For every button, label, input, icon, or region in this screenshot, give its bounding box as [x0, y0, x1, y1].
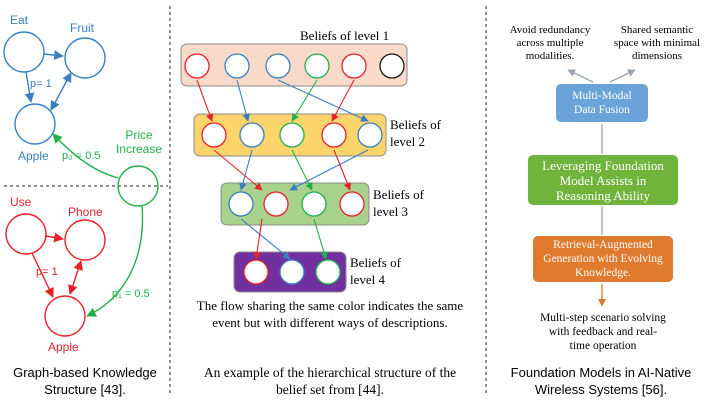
belief-l1-red-a	[184, 53, 210, 79]
belief-l3-red-b	[339, 191, 365, 217]
caption-belief-hierarchy: An example of the hierarchical structure…	[203, 365, 457, 397]
node-price-increase	[117, 165, 159, 207]
belief-hierarchy	[180, 43, 408, 293]
level-3-container	[220, 182, 370, 226]
belief-l1-black	[379, 53, 405, 79]
edge-fruit-apple	[50, 72, 72, 111]
belief-l1-green	[304, 53, 330, 79]
knowledge-graph-top	[3, 31, 159, 207]
belief-l2-blue-a	[239, 122, 265, 148]
belief-l4-blue	[279, 259, 305, 285]
foundation-flow-arrows	[567, 69, 636, 307]
label-use: Use	[10, 195, 32, 209]
label-p-top: p= 1	[30, 78, 52, 90]
flow-blue-5	[240, 218, 291, 260]
belief-l2-red-b	[321, 122, 347, 148]
belief-l2-red-a	[201, 122, 227, 148]
belief-l4-red	[243, 259, 269, 285]
label-level-2: Beliefs of level 2	[390, 117, 441, 149]
belief-l4-green	[315, 259, 341, 285]
node-phone	[64, 219, 106, 261]
belief-l1-blue-a	[224, 53, 250, 79]
edge-eat-apple	[24, 71, 35, 103]
node-apple-top	[14, 103, 56, 145]
label-fruit: Fruit	[70, 21, 94, 35]
flow-red-1	[196, 79, 214, 122]
knowledge-graph-bottom	[5, 205, 144, 337]
flow-red-5	[253, 218, 263, 260]
label-p1: p₁ = 0.5	[112, 288, 150, 300]
flow-blue-2	[277, 79, 369, 122]
edge-price-apple-bottom	[86, 205, 144, 317]
belief-l3-green	[301, 191, 327, 217]
label-p-bottom: p= 1	[36, 266, 58, 278]
node-fruit	[64, 37, 106, 79]
belief-l3-blue	[228, 191, 254, 217]
flow-blue-3	[239, 149, 253, 191]
label-level-4: Beliefs of level 4	[350, 255, 401, 287]
note-shared-semantic: Shared semantic space with minimal dimen…	[613, 24, 701, 62]
node-eat	[3, 31, 45, 73]
node-apple-bottom	[44, 295, 86, 337]
edge-price-apple-top	[52, 133, 119, 179]
edge-phone-apple	[68, 260, 83, 295]
label-eat: Eat	[10, 13, 29, 27]
label-level-1: Beliefs of level 1	[300, 28, 390, 43]
flow-red-4	[333, 149, 352, 191]
flow-blue-1	[236, 79, 250, 122]
label-price-increase: Price Increase	[115, 128, 163, 156]
flow-green-1	[291, 79, 318, 122]
level-1-container	[180, 43, 408, 87]
label-apple-bottom: Apple	[48, 340, 79, 354]
belief-l3-red-a	[263, 191, 289, 217]
belief-l2-green	[279, 122, 305, 148]
label-level-3: Beliefs of level 3	[373, 187, 424, 219]
flow-red-2	[331, 79, 355, 122]
flow-red-3	[213, 149, 263, 191]
node-use	[5, 213, 47, 255]
box-foundation-model: Leveraging Foundation Model Assists in R…	[528, 155, 678, 205]
arrow-fusion-to-left-note	[567, 69, 594, 83]
caption-knowledge-structure: Graph-based Knowledge Structure [43].	[13, 365, 157, 397]
belief-l1-red-b	[341, 53, 367, 79]
note-avoid-redundancy: Avoid redundancy across multiple modalit…	[509, 24, 591, 62]
edge-use-phone	[45, 232, 64, 243]
edge-eat-fruit	[43, 50, 64, 60]
belief-l1-blue-b	[265, 53, 291, 79]
flow-color-note: The flow sharing the same color indicate…	[196, 298, 464, 330]
label-p0: p₀ = 0.5	[62, 150, 101, 162]
label-phone: Phone	[68, 205, 103, 219]
edge-use-apple	[31, 252, 54, 298]
note-multistep-solving: Multi-step scenario solving with feedbac…	[540, 312, 666, 352]
caption-foundation-models: Foundation Models in AI-Native Wireless …	[510, 365, 692, 397]
box-retrieval-augmented: Retrieval-Augmented Generation with Evol…	[533, 236, 673, 282]
flow-blue-4	[289, 149, 369, 191]
flow-green-3	[313, 218, 328, 260]
box-multimodal-fusion: Multi-Modal Data Fusion	[556, 84, 648, 122]
arrow-fusion-to-right-note	[609, 69, 636, 83]
belief-l2-blue-b	[357, 122, 383, 148]
label-apple-top: Apple	[18, 149, 49, 163]
flow-green-2	[291, 149, 313, 191]
